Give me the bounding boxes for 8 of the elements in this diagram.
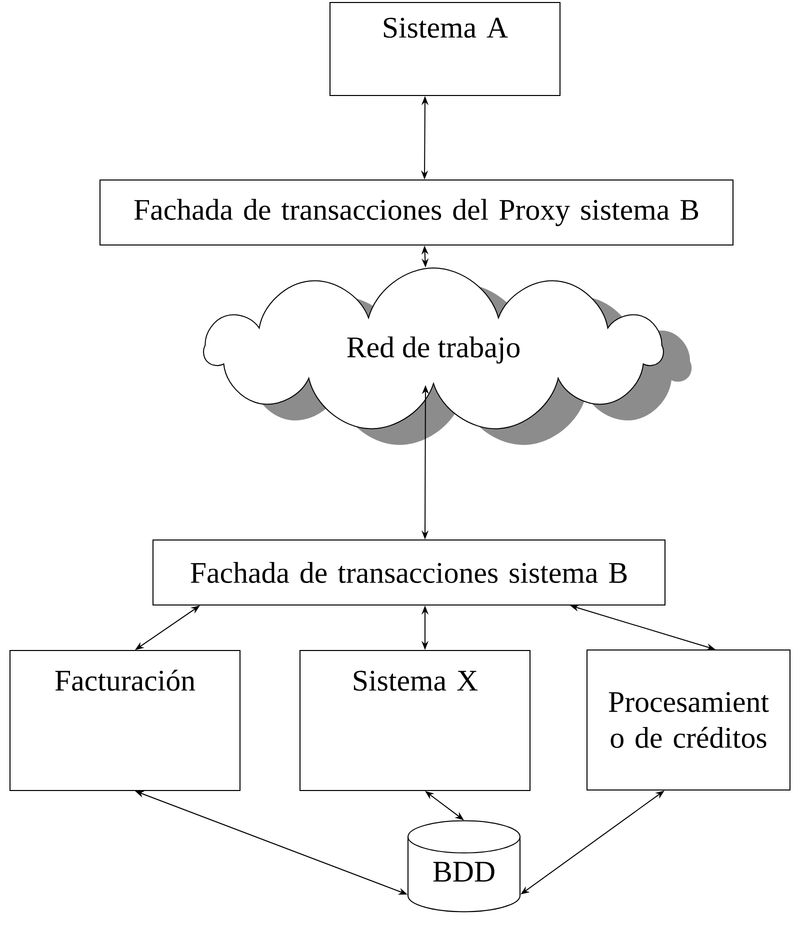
facade-box: Fachada de transacciones sistema B (152, 540, 666, 606)
module-box: Procesamient o de créditos (586, 650, 790, 790)
database-cylinder: BDD (408, 820, 520, 912)
module-box: Sistema X (300, 650, 530, 791)
system-box: Sistema A (330, 2, 560, 96)
module-box: Facturación (10, 650, 240, 791)
network-cloud: Red de trabajo (203, 268, 664, 430)
facade-box: Fachada de transacciones del Proxy sistema B (100, 180, 734, 246)
